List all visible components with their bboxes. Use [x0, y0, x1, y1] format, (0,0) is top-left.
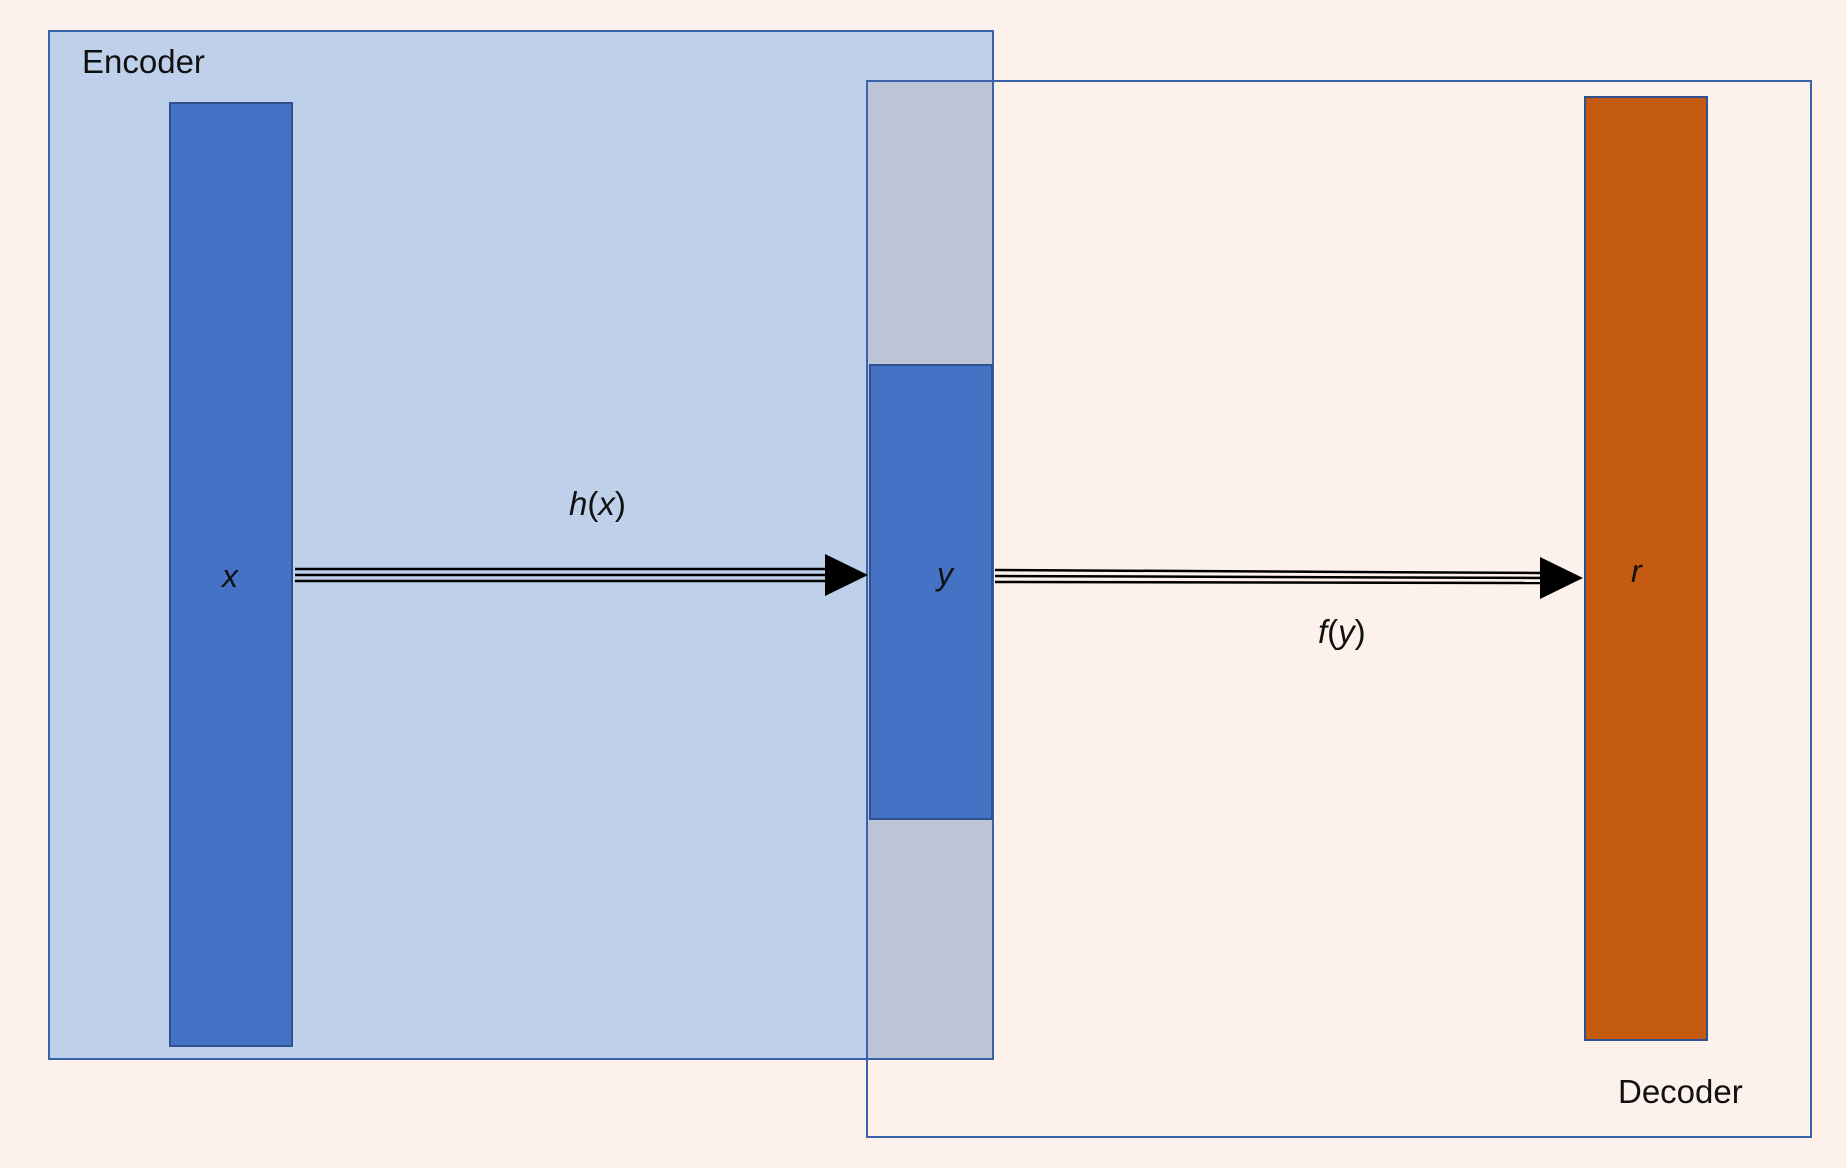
- decode-arrow: [994, 557, 1583, 599]
- encode-open-paren: (: [587, 485, 599, 522]
- output-variable-label: r: [1631, 553, 1642, 589]
- code-variable-label: y: [937, 556, 953, 592]
- decode-open-paren: (: [1327, 613, 1339, 650]
- encoder-frame: [48, 30, 994, 1060]
- encode-function-label: h(x): [569, 485, 626, 523]
- encode-arrow: [295, 554, 868, 596]
- encode-function-arg: x: [598, 485, 615, 522]
- decode-function-arg: y: [1338, 613, 1355, 650]
- encode-function-name: h: [569, 485, 588, 522]
- decode-function-name: f: [1318, 613, 1328, 650]
- decode-close-paren: ): [1354, 613, 1366, 650]
- input-variable-label: x: [222, 558, 238, 594]
- encode-close-paren: ): [614, 485, 626, 522]
- input-layer-x: [169, 102, 293, 1047]
- code-layer-y: [869, 364, 993, 820]
- decoder-region: [866, 80, 1812, 1138]
- decode-function-label: f(y): [1318, 613, 1366, 651]
- output-layer-r: [1584, 96, 1708, 1041]
- encoder-label: Encoder: [82, 43, 205, 80]
- decoder-label: Decoder: [1618, 1073, 1743, 1110]
